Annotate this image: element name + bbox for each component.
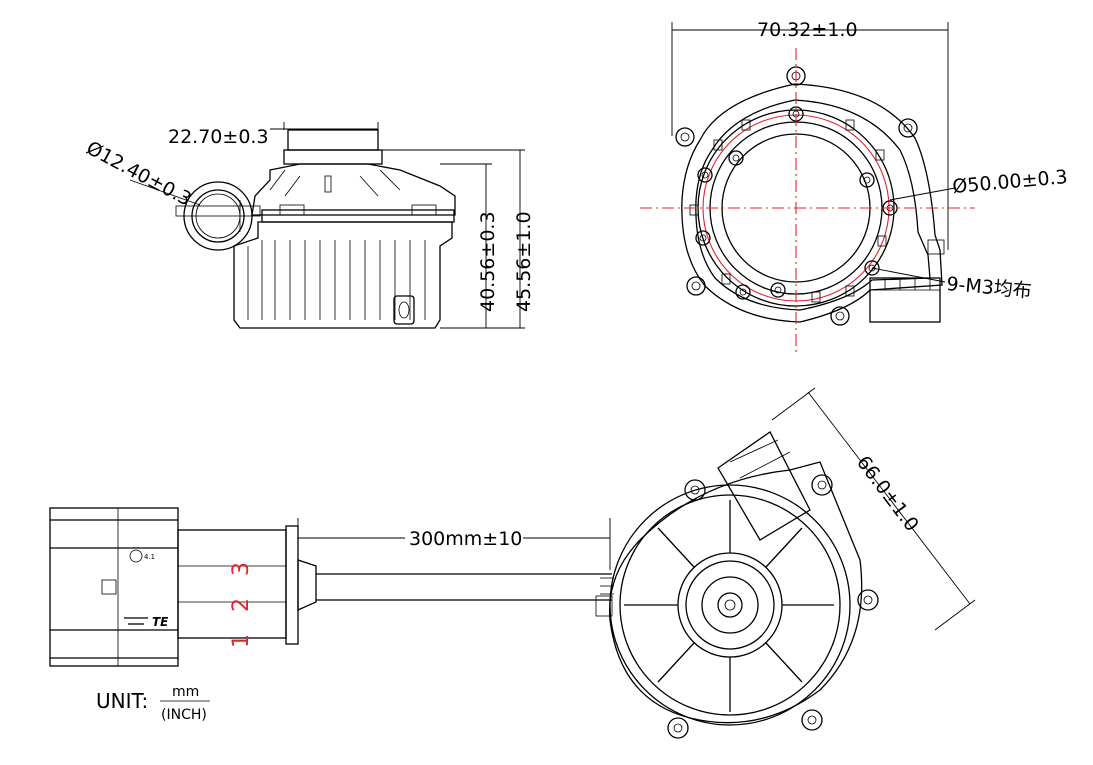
pin-1: 1 bbox=[229, 634, 254, 648]
unit-label: UNIT: bbox=[96, 689, 148, 713]
top-view: 70.32±1.0 Ø50.00±0.3 9-M3均布 bbox=[640, 19, 1068, 356]
diagonal-label: 66.0±1.0 bbox=[852, 452, 923, 536]
unit-numerator: mm bbox=[172, 684, 199, 700]
side-view: 22.70±0.3 Ø12.40±0.3 40.56±0.3 45.56±1.0 bbox=[83, 122, 535, 329]
pin-2: 2 bbox=[229, 598, 254, 612]
pin-3: 3 bbox=[229, 562, 254, 576]
total-height-label: 45.56±1.0 bbox=[513, 211, 535, 312]
connector-mark: 4.1 bbox=[144, 553, 155, 561]
outlet-width-label: 22.70±0.3 bbox=[168, 126, 269, 148]
bolt-circle-label: Ø50.00±0.3 bbox=[952, 166, 1069, 198]
body-height-label: 40.56±0.3 bbox=[477, 211, 499, 312]
inlet-diameter-label: Ø12.40±0.3 bbox=[83, 137, 195, 211]
screw-spec-label: 9-M3均布 bbox=[946, 273, 1033, 302]
cable-length-label: 300mm±10 bbox=[409, 528, 522, 550]
unit-legend: UNIT: mm (INCH) bbox=[96, 684, 210, 723]
unit-denominator: (INCH) bbox=[161, 707, 207, 723]
connector-brand: TE bbox=[152, 615, 169, 629]
width-label: 70.32±1.0 bbox=[757, 19, 858, 41]
